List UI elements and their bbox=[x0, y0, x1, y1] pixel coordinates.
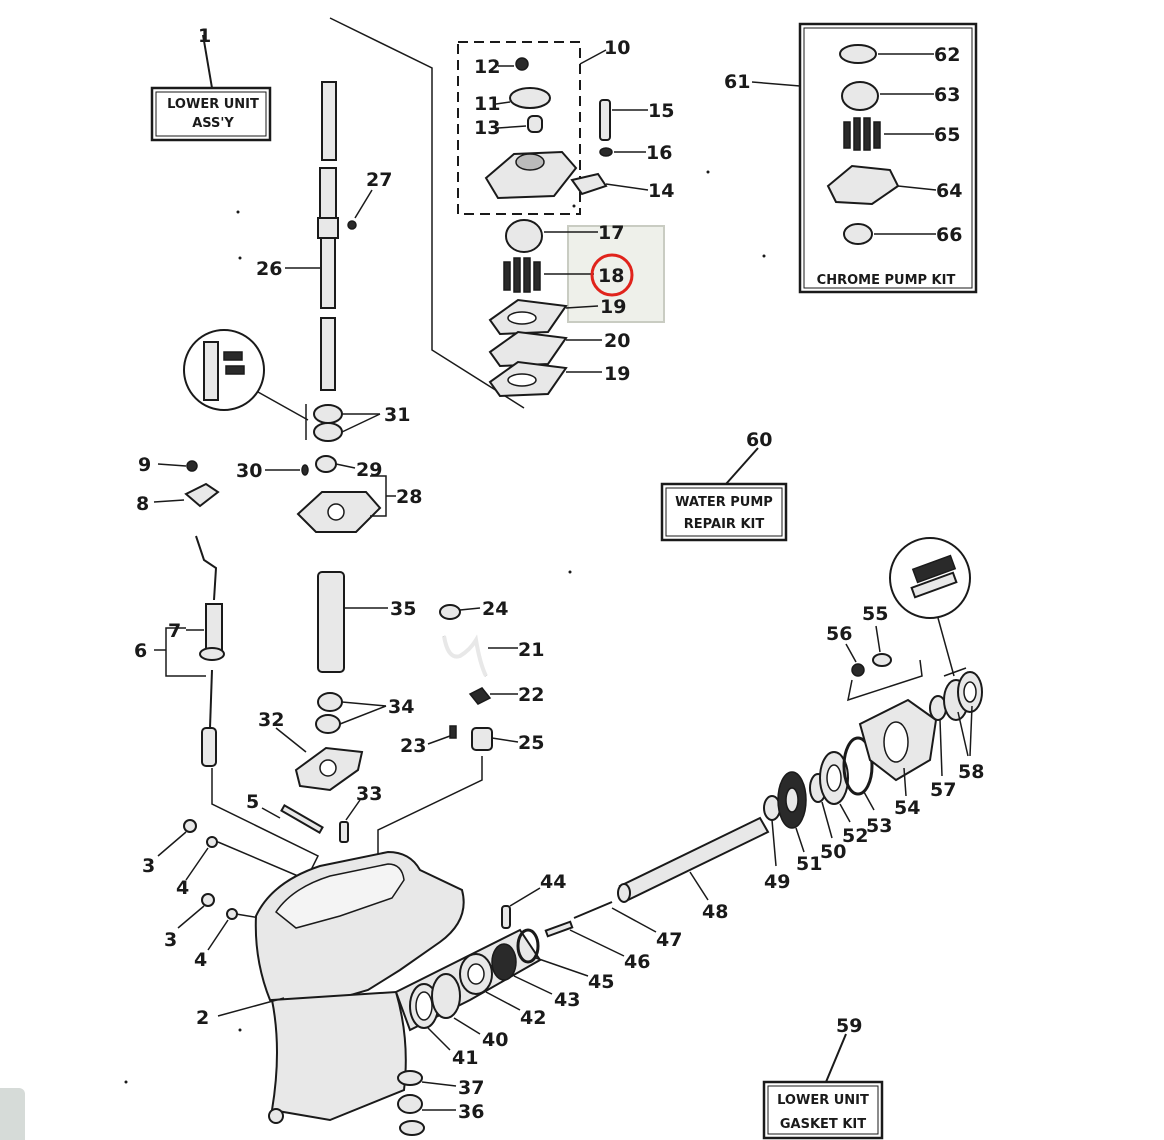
callout-37: 37 bbox=[458, 1077, 484, 1099]
callout-48: 48 bbox=[702, 901, 728, 923]
callout-56: 56 bbox=[826, 623, 852, 645]
callout-43: 43 bbox=[554, 989, 580, 1011]
callout-49: 49 bbox=[764, 871, 790, 893]
callout-28: 28 bbox=[396, 486, 422, 508]
lower-unit-gasket-kit-box[interactable]: LOWER UNIT GASKET KIT bbox=[762, 1080, 884, 1140]
lower-unit-gasket-kit-line1: LOWER UNIT bbox=[777, 1093, 869, 1108]
callout-45: 45 bbox=[588, 971, 614, 993]
callout-33: 33 bbox=[356, 783, 382, 805]
callout-60: 60 bbox=[746, 429, 772, 451]
callout-30: 30 bbox=[236, 460, 262, 482]
callout-14: 14 bbox=[648, 180, 674, 202]
callout-35: 35 bbox=[390, 598, 416, 620]
callout-10: 10 bbox=[604, 37, 630, 59]
callout-4a: 4 bbox=[176, 877, 189, 899]
lower-unit-assy-line2: ASS'Y bbox=[192, 116, 234, 131]
callout-26: 26 bbox=[256, 258, 282, 280]
callout-4b: 4 bbox=[194, 949, 207, 971]
highlight-circle-18 bbox=[590, 253, 634, 297]
callout-64: 64 bbox=[936, 180, 962, 202]
detail-circle-seal bbox=[183, 329, 265, 411]
callout-2: 2 bbox=[196, 1007, 209, 1029]
callout-19a: 19 bbox=[600, 296, 626, 318]
water-pump-repair-kit-line1: WATER PUMP bbox=[675, 495, 773, 510]
callout-25: 25 bbox=[518, 732, 544, 754]
callout-9: 9 bbox=[138, 454, 151, 476]
callout-59: 59 bbox=[836, 1015, 862, 1037]
impeller-65 bbox=[843, 117, 881, 151]
callout-17: 17 bbox=[598, 222, 624, 244]
callout-18: 18 bbox=[598, 265, 624, 287]
callout-1: 1 bbox=[198, 25, 211, 47]
callout-44: 44 bbox=[540, 871, 566, 893]
callout-58: 58 bbox=[958, 761, 984, 783]
callout-53: 53 bbox=[866, 815, 892, 837]
callout-29: 29 bbox=[356, 459, 382, 481]
callout-50: 50 bbox=[820, 841, 846, 863]
callout-24: 24 bbox=[482, 598, 508, 620]
water-pump-repair-kit-line2: REPAIR KIT bbox=[684, 517, 765, 532]
callout-8: 8 bbox=[136, 493, 149, 515]
chrome-pump-kit-box[interactable]: CHROME PUMP KIT bbox=[798, 22, 978, 294]
chrome-pump-kit-label: CHROME PUMP KIT bbox=[817, 273, 956, 288]
callout-65: 65 bbox=[934, 124, 960, 146]
callout-36: 36 bbox=[458, 1101, 484, 1123]
callout-3b: 3 bbox=[164, 929, 177, 951]
callout-20: 20 bbox=[604, 330, 630, 352]
callout-52: 52 bbox=[842, 825, 868, 847]
callout-11: 11 bbox=[474, 93, 500, 115]
lower-unit-gasket-kit-line2: GASKET KIT bbox=[780, 1117, 866, 1132]
callout-12: 12 bbox=[474, 56, 500, 78]
lower-unit-assy-box[interactable]: LOWER UNIT ASS'Y bbox=[150, 86, 272, 142]
propeller-shaft bbox=[617, 816, 770, 903]
callout-16: 16 bbox=[646, 142, 672, 164]
callout-27: 27 bbox=[366, 169, 392, 191]
impeller-18 bbox=[503, 257, 541, 293]
callout-55: 55 bbox=[862, 603, 888, 625]
callout-5: 5 bbox=[246, 791, 259, 813]
callout-23: 23 bbox=[400, 735, 426, 757]
callout-54: 54 bbox=[894, 797, 920, 819]
callout-34: 34 bbox=[388, 696, 414, 718]
callout-46: 46 bbox=[624, 951, 650, 973]
callout-63: 63 bbox=[934, 84, 960, 106]
lower-unit-assy-line1: LOWER UNIT bbox=[167, 97, 259, 112]
callout-41: 41 bbox=[452, 1047, 478, 1069]
callout-22: 22 bbox=[518, 684, 544, 706]
callout-21: 21 bbox=[518, 639, 544, 661]
callout-13: 13 bbox=[474, 117, 500, 139]
callout-66: 66 bbox=[936, 224, 962, 246]
callout-15: 15 bbox=[648, 100, 674, 122]
callout-31: 31 bbox=[384, 404, 410, 426]
callout-57: 57 bbox=[930, 779, 956, 801]
callout-19b: 19 bbox=[604, 363, 630, 385]
callout-51: 51 bbox=[796, 853, 822, 875]
water-pump-repair-kit-box[interactable]: WATER PUMP REPAIR KIT bbox=[660, 482, 788, 542]
callout-40: 40 bbox=[482, 1029, 508, 1051]
callout-6: 6 bbox=[134, 640, 147, 662]
callout-62: 62 bbox=[934, 44, 960, 66]
callout-3a: 3 bbox=[142, 855, 155, 877]
callout-61: 61 bbox=[724, 71, 750, 93]
callout-42: 42 bbox=[520, 1007, 546, 1029]
callout-7: 7 bbox=[168, 620, 181, 642]
callout-47: 47 bbox=[656, 929, 682, 951]
callout-32: 32 bbox=[258, 709, 284, 731]
driveshaft bbox=[317, 81, 339, 391]
corner-tab[interactable] bbox=[0, 1088, 25, 1140]
